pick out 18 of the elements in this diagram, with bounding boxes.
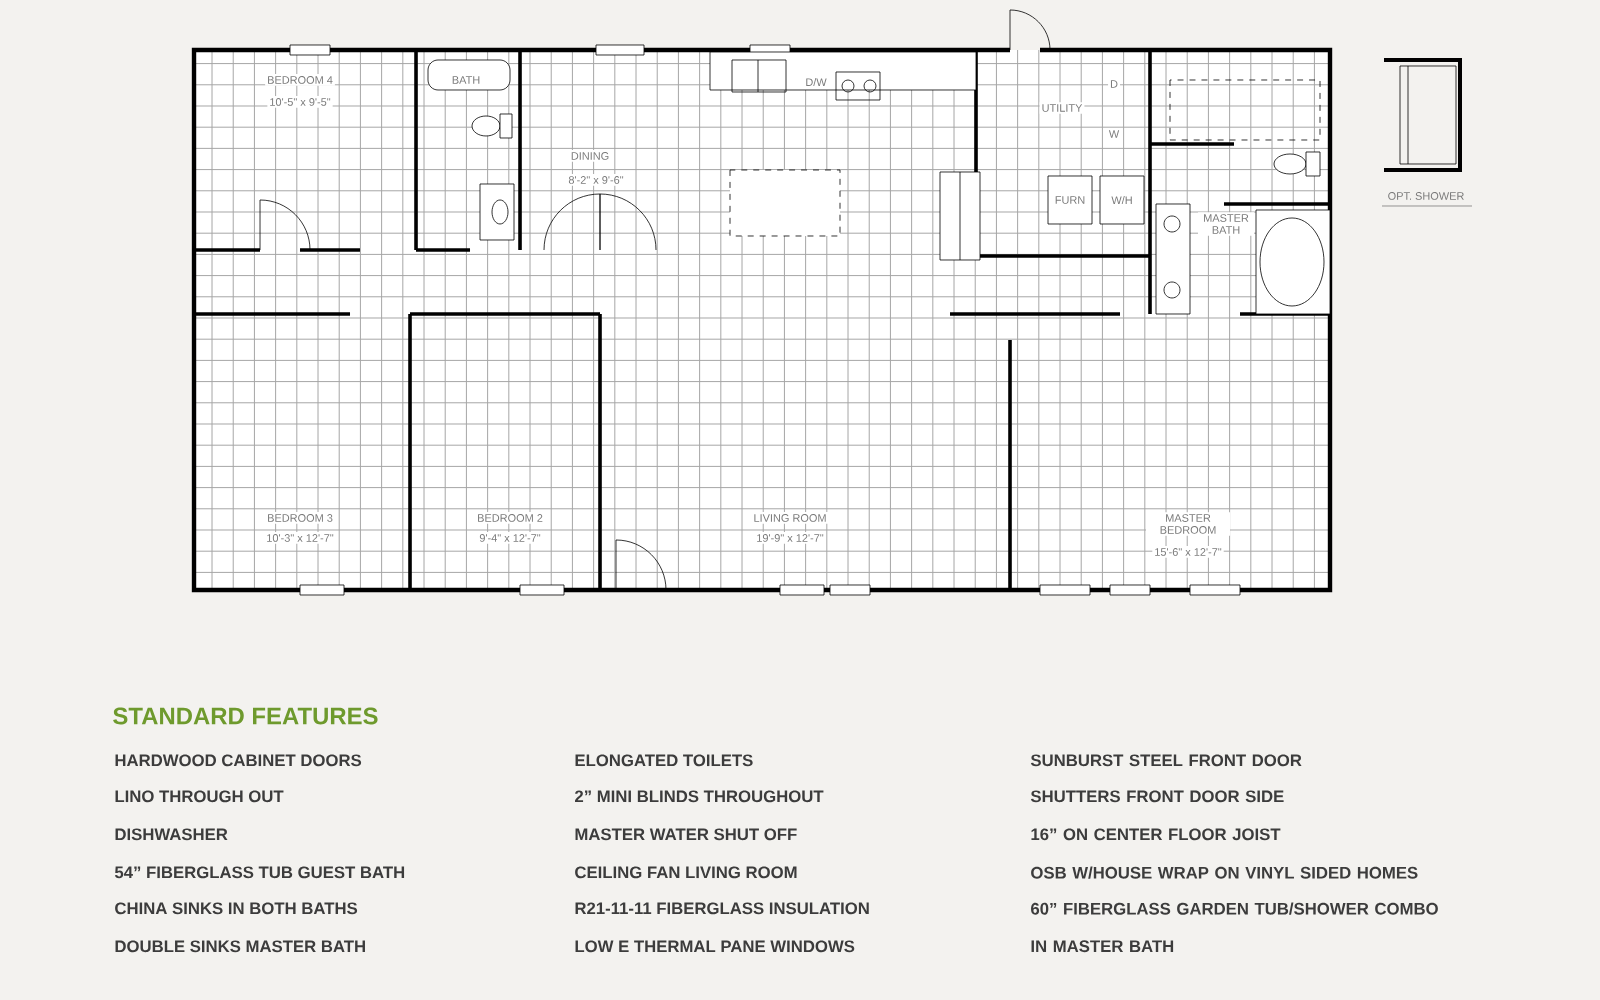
feature-item: DISHWASHER <box>115 828 228 841</box>
feature-item: 2” MINI BLINDS THROUGHOUT <box>575 790 824 803</box>
feature-item: R21-11-11 FIBERGLASS INSULATION <box>575 902 869 915</box>
feature-item: DOUBLE SINKS MASTER BATH <box>115 940 365 953</box>
section-heading: STANDARD FEATURES <box>113 707 378 725</box>
feature-item: 60” FIBERGLASS GARDEN TUB/SHOWER COMBO IN MASTER BATH <box>1031 902 1438 953</box>
feature-item: MASTER WATER SHUT OFF <box>575 828 797 841</box>
feature-item: SUNBURST STEEL FRONT DOOR <box>1030 754 1302 767</box>
feature-item: CHINA SINKS IN BOTH BATHS <box>115 902 358 915</box>
feature-item: 16” ON CENTER FLOOR JOIST <box>1031 828 1281 841</box>
feature-item: LOW E THERMAL PANE WINDOWS <box>575 940 855 953</box>
feature-item: LINO THROUGH OUT <box>115 790 284 803</box>
feature-item: CEILING FAN LIVING ROOM <box>575 866 797 879</box>
feature-item: SHUTTERS FRONT DOOR SIDE <box>1030 790 1284 803</box>
feature-item: 54” FIBERGLASS TUB GUEST BATH <box>114 866 405 879</box>
feature-item: ELONGATED TOILETS <box>575 754 753 767</box>
feature-item: OSB W/HOUSE WRAP ON VINYL SIDED HOMES <box>1031 866 1418 879</box>
feature-item: HARDWOOD CABINET DOORS <box>115 754 362 767</box>
